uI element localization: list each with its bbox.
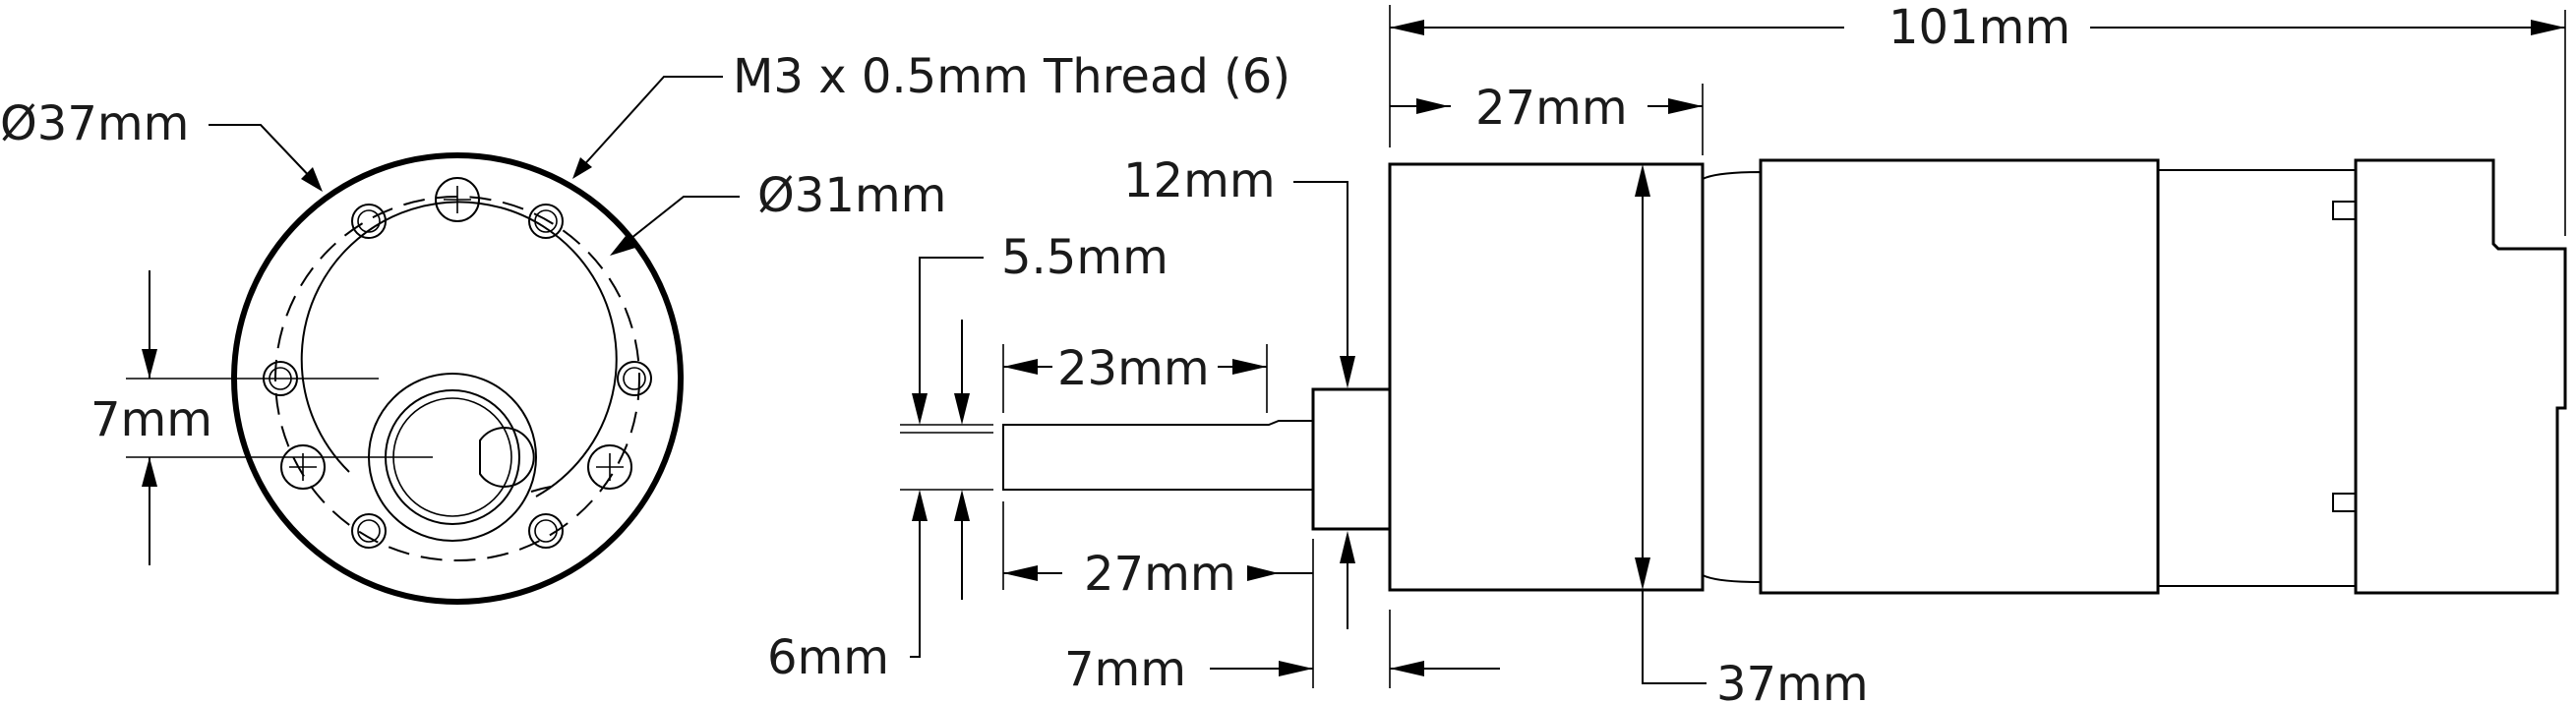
arrow-head — [1340, 531, 1355, 563]
arrow-head — [954, 393, 970, 425]
leader-line — [579, 76, 723, 170]
thread-callout-label: M3 x 0.5mm Thread (6) — [733, 49, 1290, 104]
overall-length-label: 101mm — [1888, 0, 2070, 55]
gearbox-length-label: 27mm — [1475, 81, 1628, 136]
front-bolt-circle-label: Ø31mm — [757, 168, 946, 223]
screw-icon — [435, 177, 480, 222]
shaft-flat-length-label: 23mm — [1057, 341, 1210, 396]
shaft-diameter-label: 6mm — [767, 630, 889, 685]
extension-line — [1002, 344, 1268, 413]
arrow-head — [1390, 661, 1424, 676]
leader-line — [919, 257, 984, 413]
shaft-boss-side — [1311, 387, 1392, 531]
shaft-length-label: 27mm — [1084, 547, 1236, 602]
arrow-head — [1003, 565, 1038, 581]
arrow-head — [912, 490, 928, 521]
mounting-hole — [617, 361, 652, 396]
inner-plate-outline — [300, 201, 618, 498]
gearbox-housing — [1388, 162, 1705, 592]
arrow-head — [912, 393, 928, 425]
front-view: Ø37mm M3 x 0.5mm Thread (6) Ø31mm 7mm — [0, 49, 1290, 605]
terminal-tab — [2332, 493, 2357, 512]
leader-line — [1293, 181, 1348, 379]
arrow-head — [1416, 98, 1449, 114]
extension-line — [1002, 501, 1314, 688]
screw-icon — [280, 444, 326, 490]
encoder-end-cap — [2354, 158, 2567, 595]
mounting-hole — [351, 204, 387, 239]
arrow-head — [1247, 565, 1279, 581]
arrow-head — [1232, 359, 1267, 375]
shaft-flat-height-label: 5.5mm — [1001, 230, 1168, 285]
arrow-head — [301, 167, 323, 192]
motor-neck — [1702, 170, 1762, 584]
output-shaft-end — [479, 427, 535, 488]
arrow-head — [1635, 557, 1650, 590]
front-shaft-offset-label: 7mm — [90, 392, 212, 447]
front-outer-diameter-label: Ø37mm — [0, 96, 189, 151]
arrow-head — [1635, 164, 1650, 197]
leader-line — [209, 124, 316, 183]
leader-line — [910, 501, 921, 658]
extension-line — [900, 424, 993, 434]
output-shaft — [1002, 420, 1314, 491]
arrow-head — [1668, 98, 1703, 114]
arrow-head — [610, 236, 635, 256]
arrow-head — [1003, 359, 1038, 375]
body-diameter-label: 37mm — [1716, 657, 1869, 703]
inner-plate-outline-2 — [530, 486, 552, 493]
mounting-hole — [528, 513, 564, 549]
arrow-head — [1390, 20, 1424, 35]
arrow-head — [572, 157, 592, 179]
arrow-head — [1279, 661, 1313, 676]
arrow-head — [142, 349, 157, 379]
boss-length-label: 7mm — [1064, 642, 1186, 697]
leader-line — [1642, 590, 1707, 684]
mounting-hole — [351, 513, 387, 549]
terminal-tab — [2332, 201, 2357, 220]
mounting-hole — [528, 204, 564, 239]
motor-can — [1759, 158, 2160, 595]
arrow-head — [954, 490, 970, 521]
arrow-head — [1340, 356, 1355, 388]
motor-body-rear — [2158, 169, 2356, 587]
side-view: 101mm 27mm 12mm 5.5mm 23mm 6mm — [767, 0, 2567, 703]
boss-step-label: 12mm — [1123, 153, 1276, 208]
leader-line — [621, 196, 740, 247]
arrow-head — [2531, 20, 2565, 35]
arrow-head — [142, 457, 157, 487]
screw-icon — [587, 444, 632, 490]
